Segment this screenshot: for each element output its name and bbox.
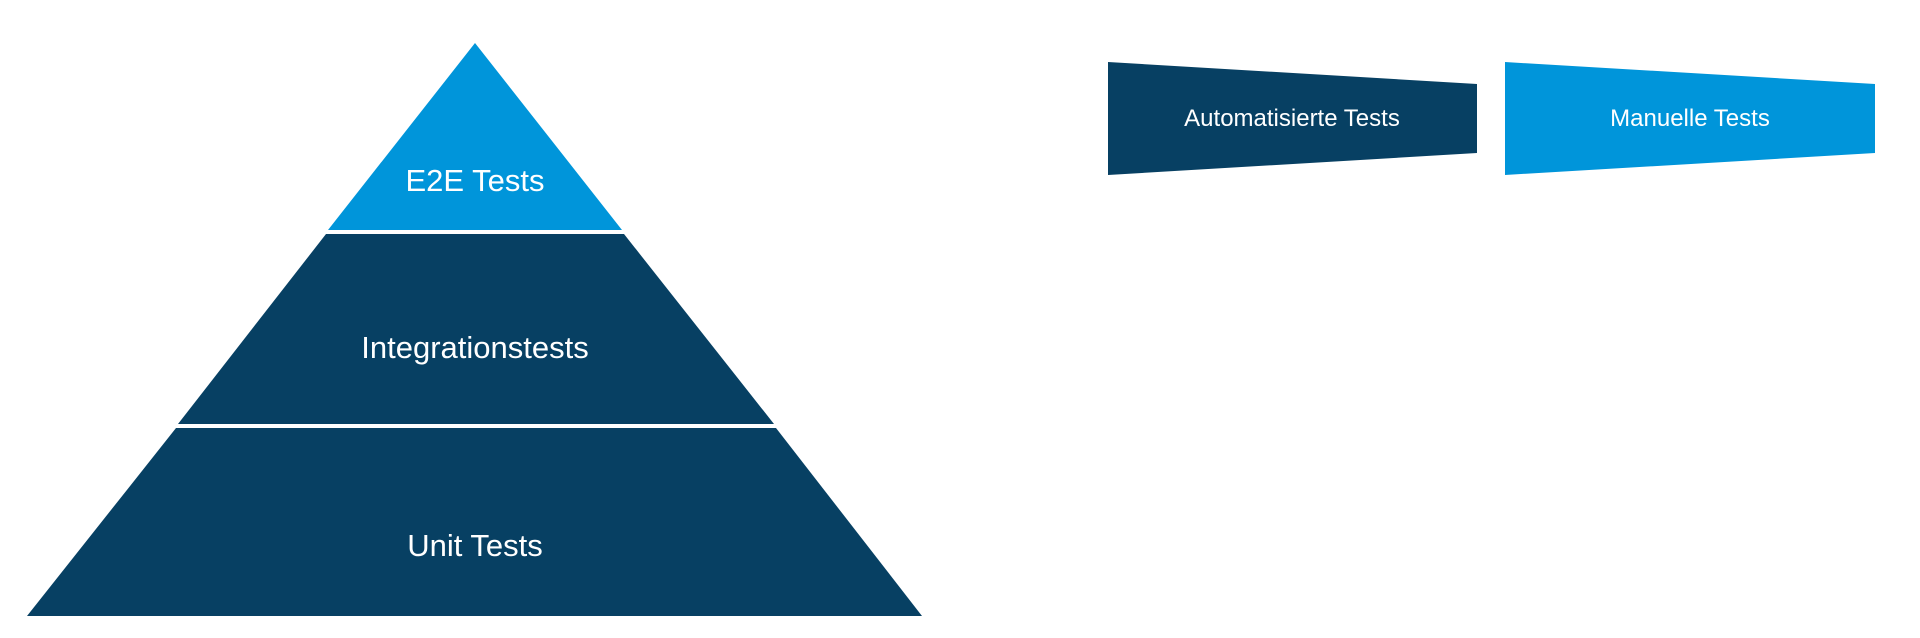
pyramid-level-integration [178, 234, 774, 424]
legend-manual-shape [1505, 62, 1875, 175]
pyramid-label-unit: Unit Tests [407, 528, 543, 563]
pyramid-level-e2e [328, 43, 622, 230]
pyramid-level-unit [27, 428, 922, 616]
legend-automated-label: Automatisierte Tests [1184, 105, 1400, 132]
pyramid-label-e2e: E2E Tests [405, 163, 544, 198]
pyramid-label-integration: Integrationstests [361, 330, 588, 365]
legend-automated-shape [1108, 62, 1477, 175]
legend-manual-label: Manuelle Tests [1610, 105, 1770, 132]
